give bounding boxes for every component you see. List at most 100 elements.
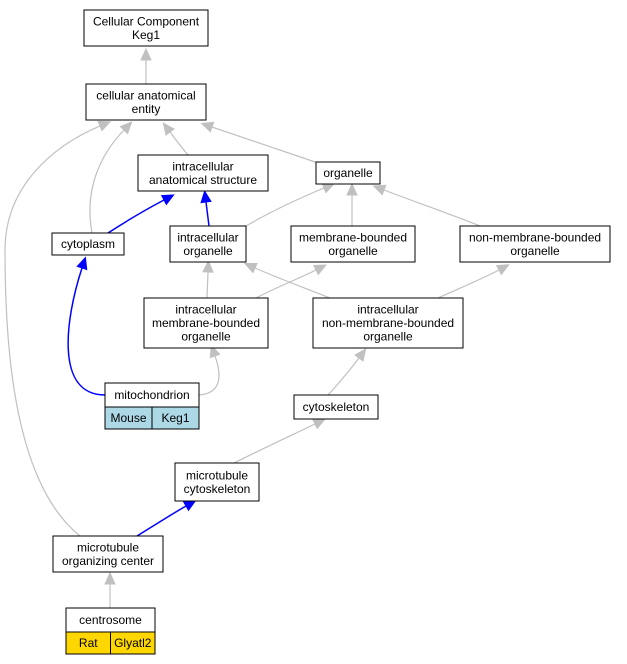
node-label-line: cellular anatomical [96, 88, 195, 102]
node-label-line: intracellular [177, 230, 238, 244]
node-cytoplasm[interactable]: cytoplasm [51, 232, 125, 256]
edge-line [206, 271, 209, 299]
node-label-line: microtubule [77, 540, 139, 554]
edge-arrowhead [202, 259, 214, 273]
edge-organelle-to-cellular-anatomical-entity [200, 121, 319, 164]
edge-line [4, 125, 101, 537]
edge-line [89, 129, 125, 234]
edge-mitochondrion-to-cytoplasm [67, 256, 106, 396]
annotation-gene-label: Glyatl2 [114, 636, 152, 650]
node-label-line: organelle [183, 244, 233, 258]
annotation-species-label: Mouse [110, 411, 146, 425]
edge-arrowhead [76, 256, 88, 271]
edges-layer [4, 47, 510, 608]
edge-non-membrane-bounded-organelle-to-organelle [372, 184, 481, 227]
edge-line [169, 131, 189, 156]
node-label-line: intracellular [175, 303, 236, 317]
node-label-line: entity [132, 102, 161, 116]
edge-intracellular-organelle-to-intracellular-anatomical-structure [200, 189, 212, 227]
node-label-line: organizing center [62, 554, 154, 568]
edge-arrowhead [119, 121, 133, 135]
node-box [65, 607, 156, 633]
node-box [169, 225, 247, 263]
node-box [290, 225, 416, 263]
edge-membrane-bounded-organelle-to-organelle [346, 182, 358, 226]
edge-arrowhead [312, 264, 327, 276]
annotation-species-label: Rat [79, 636, 98, 650]
node-box [52, 535, 164, 573]
node-label-line: cytoskeleton [303, 400, 370, 414]
node-box [312, 297, 464, 349]
edge-line [198, 355, 220, 396]
node-box [137, 154, 269, 192]
edge-microtubule-cytoskeleton-to-cytoskeleton [233, 418, 327, 464]
node-box [174, 462, 260, 502]
node-label-line: cytoplasm [61, 237, 115, 251]
edge-intracellular-membrane-bounded-organelle-to-membrane-bounded-organelle [255, 264, 327, 299]
edge-line [383, 189, 481, 227]
node-organelle[interactable]: organelle [315, 161, 381, 185]
edge-line [255, 269, 317, 299]
edge-line [233, 423, 316, 464]
edge-arrowhead [354, 348, 367, 362]
edge-intracellular-anatomical-structure-to-cellular-anatomical-entity [162, 122, 189, 156]
node-box [104, 382, 200, 408]
edge-mitochondrion-to-intracellular-membrane-bounded-organelle [198, 344, 221, 396]
node-label-line: non-membrane-bounded [469, 230, 601, 244]
node-box [51, 232, 125, 256]
node-box [83, 9, 209, 47]
edge-arrowhead [312, 418, 327, 430]
node-label-line: organelle [181, 330, 231, 344]
node-label-line: Cellular Component [93, 14, 200, 28]
node-box [293, 394, 379, 420]
edge-cytoplasm-to-intracellular-anatomical-structure [107, 194, 175, 234]
edge-intracellular-non-membrane-bounded-organelle-to-intracellular-organelle [243, 262, 331, 299]
edge-arrowhead [182, 499, 197, 512]
node-label-line: organelle [323, 166, 373, 180]
edge-microtubule-organizing-center-to-cellular-anatomical-entity [4, 120, 112, 537]
node-label-line: Keg1 [132, 28, 160, 42]
edge-arrowhead [104, 571, 116, 585]
edge-arrowhead [200, 121, 215, 133]
edge-arrowhead [243, 262, 258, 274]
node-box [85, 83, 207, 121]
node-label-line: membrane-bounded [152, 316, 260, 330]
node-label-line: non-membrane-bounded [322, 316, 454, 330]
edge-microtubule-organizing-center-to-microtubule-cytoskeleton [136, 499, 197, 537]
edge-line [211, 126, 319, 164]
edge-arrowhead [495, 264, 510, 276]
edge-line [107, 199, 165, 234]
node-intracellular-non-membrane-bounded-organelle[interactable]: intracellularnon-membrane-boundedorganel… [312, 297, 464, 349]
node-label-line: intracellular [357, 303, 418, 317]
edge-intracellular-non-membrane-bounded-organelle-to-non-membrane-bounded-organelle [437, 264, 510, 299]
annotation-gene-cell [151, 406, 200, 430]
annotation-gene-label: Keg1 [161, 411, 189, 425]
edge-intracellular-membrane-bounded-organelle-to-intracellular-organelle [202, 259, 214, 299]
node-label-line: organelle [363, 330, 413, 344]
edge-arrowhead [321, 182, 336, 194]
edge-centrosome-to-microtubule-organizing-center [104, 571, 116, 608]
edge-arrowhead [140, 47, 152, 61]
node-cytoskeleton[interactable]: cytoskeleton [293, 394, 379, 420]
node-label-line: microtubule [186, 468, 248, 482]
node-box [459, 225, 611, 263]
edge-arrowhead [209, 344, 221, 359]
edge-line [437, 269, 500, 299]
edge-arrowhead [162, 122, 175, 136]
edge-arrowhead [200, 189, 212, 204]
edge-cytoplasm-to-cellular-anatomical-entity [89, 121, 133, 234]
node-label-line: anatomical structure [149, 173, 257, 187]
